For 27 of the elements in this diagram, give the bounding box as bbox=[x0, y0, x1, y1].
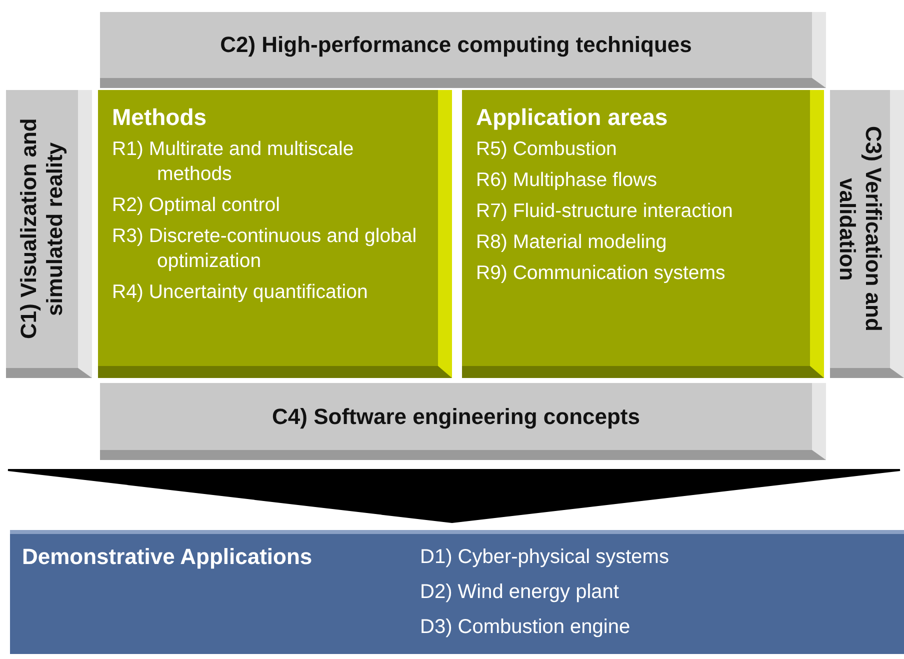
list-item: R7) Fluid-structure interaction bbox=[476, 199, 734, 224]
bar-title: C3) Verification and validation bbox=[834, 125, 886, 334]
list-item: R9) Communication systems bbox=[476, 261, 726, 286]
list-item: R5) Combustion bbox=[476, 137, 618, 162]
list-item: R2) Optimal control bbox=[112, 193, 281, 218]
list-item: R3) Discrete-continuous and global optimization bbox=[112, 224, 418, 274]
arrow bbox=[7, 469, 901, 523]
bar-title: C2) High-performance computing techniques bbox=[220, 32, 692, 58]
panel-heading: Demonstrative Applications bbox=[22, 544, 312, 570]
panel-heading: Methods bbox=[112, 104, 208, 131]
bar-title: C4) Software engineering concepts bbox=[272, 404, 640, 430]
list-item: R6) Multiphase flows bbox=[476, 168, 658, 193]
list-item: R8) Material modeling bbox=[476, 230, 668, 255]
list-item: D1) Cyber-physical systems bbox=[420, 546, 669, 569]
list-item: R1) Multirate and multiscale methods bbox=[112, 137, 355, 187]
list-item: R4) Uncertainty quantification bbox=[112, 280, 369, 305]
bar-title: C1) Visualization and simulated reality bbox=[16, 118, 68, 342]
concept-bar bbox=[6, 90, 92, 378]
concept-bar bbox=[100, 383, 826, 460]
list-item: D2) Wind energy plant bbox=[420, 581, 619, 604]
concept-bar bbox=[830, 90, 904, 378]
panel bbox=[462, 90, 824, 378]
panel-heading: Application areas bbox=[476, 104, 669, 131]
list-item: D3) Combustion engine bbox=[420, 616, 630, 639]
panel bbox=[98, 90, 452, 378]
concept-bar bbox=[100, 12, 826, 88]
panel bbox=[10, 530, 904, 654]
